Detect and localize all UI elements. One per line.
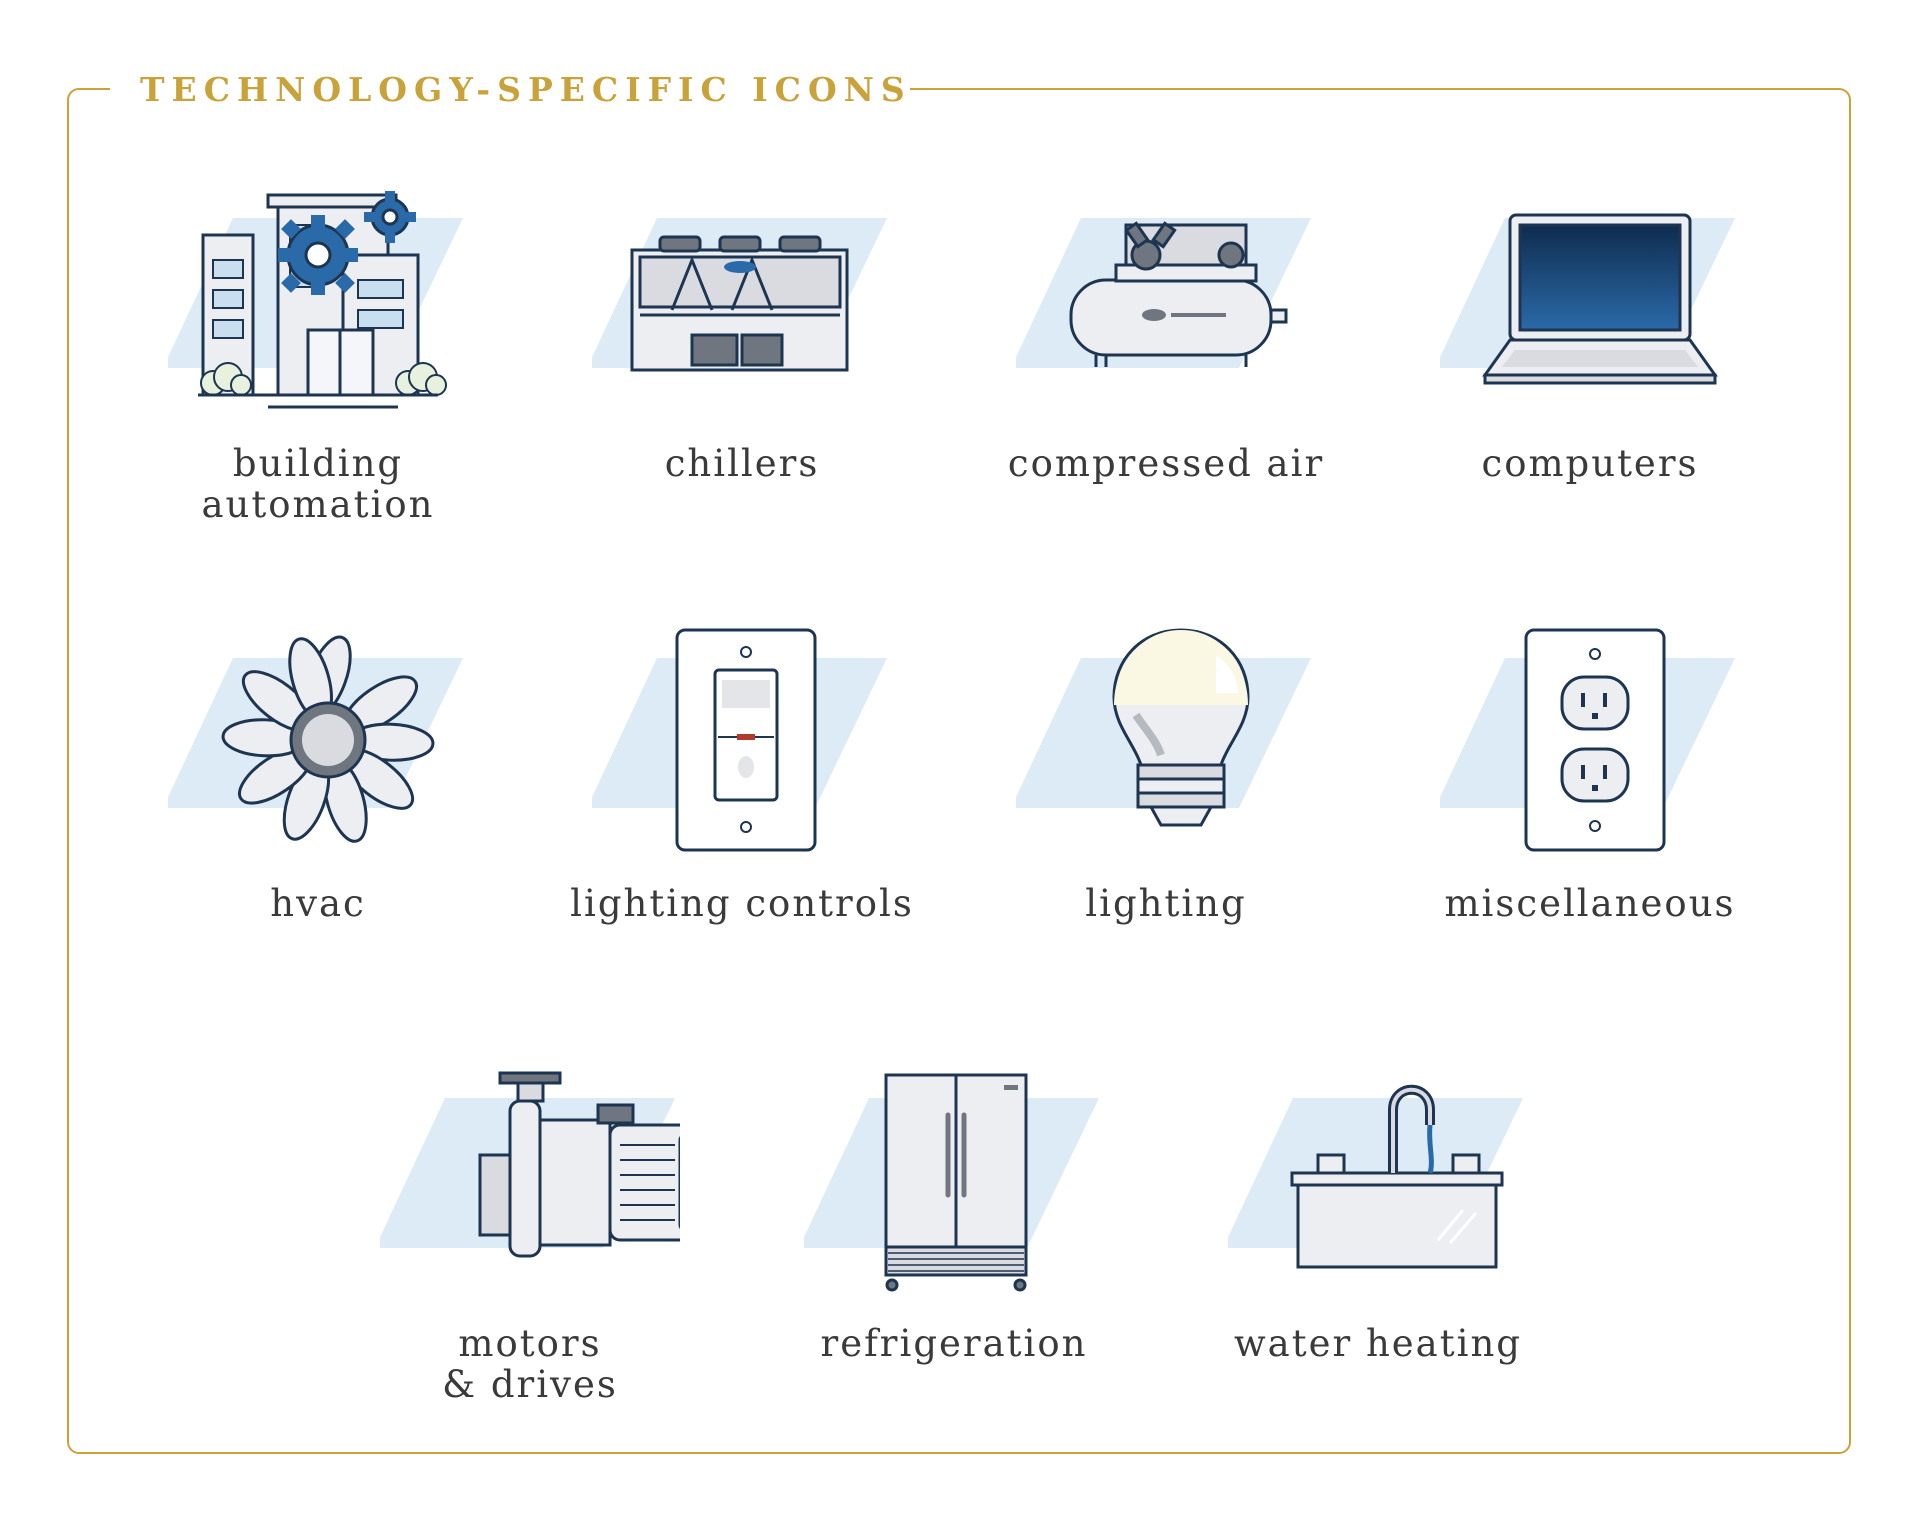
tile-refrigeration: refrigeration [734,1065,1174,1364]
fan-icon [168,635,463,843]
light-switch-icon [592,628,887,852]
chiller-unit-icon [592,218,887,372]
tile-chillers: chillers [522,185,962,484]
air-compressor-icon [1016,218,1311,368]
tile-building-automation: building automation [98,185,538,525]
title-mask [110,64,910,114]
light-bulb-icon [1016,628,1311,827]
panel-title: TECHNOLOGY-SPECIFIC ICONS [140,70,912,109]
label-compressed-air: compressed air [1007,442,1325,485]
label-water-heating: water heating [1234,1322,1522,1365]
label-lighting: lighting [1085,882,1247,925]
laptop-icon [1440,213,1735,385]
tile-compressed-air: compressed air [946,185,1386,484]
tile-water-heating: water heating [1158,1065,1598,1364]
building-gears-icon [168,191,463,409]
label-lighting-controls: lighting controls [570,882,914,925]
gear-large [278,215,358,295]
gear-small [364,191,416,243]
sink-faucet-icon [1228,1084,1523,1269]
label-hvac: hvac [270,882,366,925]
tile-motors-drives: motors & drives [310,1065,750,1405]
label-motors-drives: motors & drives [442,1322,618,1406]
panel-frame [67,88,1851,1454]
motor-pump-icon [380,1071,680,1258]
tile-hvac: hvac [98,625,538,924]
tile-lighting: lighting [946,625,1386,924]
label-building-automation: building automation [201,442,435,526]
tile-lighting-controls: lighting controls [522,625,962,924]
label-computers: computers [1481,442,1699,485]
refrigerator-icon [804,1073,1099,1292]
label-miscellaneous: miscellaneous [1444,882,1736,925]
label-chillers: chillers [664,442,820,485]
power-outlet-icon [1440,628,1735,852]
label-refrigeration: refrigeration [820,1322,1088,1365]
tile-miscellaneous: miscellaneous [1370,625,1810,924]
tile-computers: computers [1370,185,1810,484]
fan-blades [221,635,435,843]
